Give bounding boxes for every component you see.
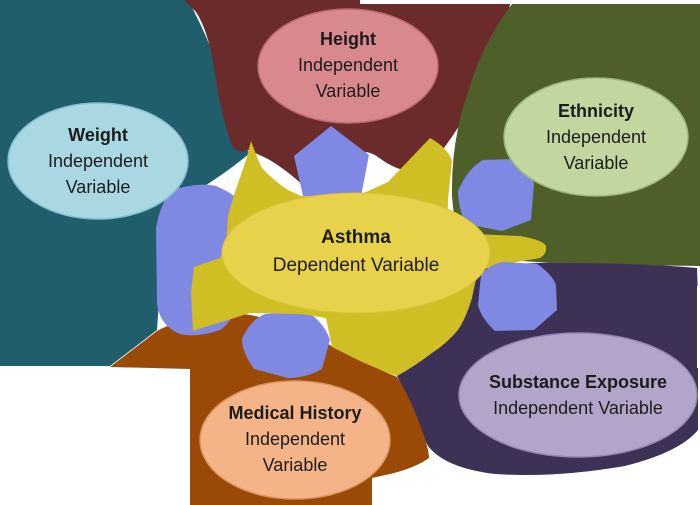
medical-title: Medical History — [228, 403, 362, 423]
height-label: Height Independent Variable — [298, 26, 398, 104]
weight-line2: Variable — [65, 177, 131, 197]
medical-label: Medical History Independent Variable — [228, 400, 361, 478]
ethnicity-line1: Independent — [545, 127, 647, 147]
substance-label: Substance Exposure Independent Variable — [489, 369, 667, 421]
height-line1: Independent — [297, 55, 399, 75]
ethnicity-label: Ethnicity Independent Variable — [546, 98, 646, 176]
top-white-strip — [360, 0, 700, 4]
weight-title: Weight — [68, 125, 128, 145]
substance-line1: Independent Variable — [493, 398, 663, 418]
ethnicity-ellipse — [503, 77, 689, 197]
right-white-strip — [697, 286, 700, 368]
medical-line2: Variable — [262, 455, 328, 475]
asthma-center-ellipse — [221, 192, 491, 314]
substance-title: Substance Exposure — [488, 372, 668, 392]
weight-label: Weight Independent Variable — [48, 122, 148, 200]
connector-hexagon-top — [294, 126, 369, 196]
ethnicity-title: Ethnicity — [557, 101, 635, 121]
ethnicity-line2: Variable — [563, 153, 629, 173]
height-title: Height — [319, 29, 376, 49]
weight-line1: Independent — [47, 151, 149, 171]
medical-ellipse — [199, 380, 391, 500]
medical-line1: Independent — [244, 429, 346, 449]
asthma-label: Asthma Dependent Variable — [273, 224, 440, 280]
asthma-subtitle: Dependent Variable — [272, 255, 440, 276]
connector-hexagon-bottom — [242, 311, 330, 378]
asthma-title: Asthma — [321, 227, 391, 248]
connector-hexagon-lower-right — [478, 262, 557, 331]
height-line2: Variable — [315, 81, 381, 101]
height-ellipse — [257, 8, 439, 124]
connector-hexagon-upper-right — [458, 159, 534, 231]
weight-ellipse — [7, 102, 189, 220]
substance-ellipse — [458, 332, 698, 458]
